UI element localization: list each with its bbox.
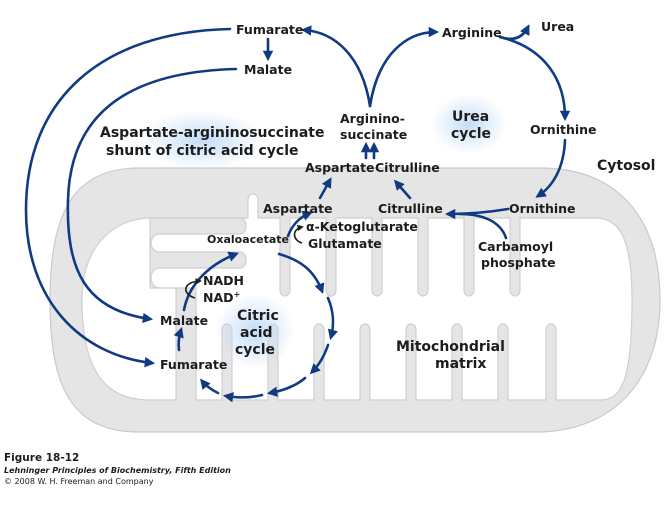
fumarate-top-label: Fumarate — [236, 22, 303, 37]
arginine-to-ornithine-arrow — [498, 35, 571, 122]
citric-cycle-label-1: Citric — [237, 308, 279, 324]
aspartate-cytosol-label: Aspartate — [305, 160, 375, 175]
ketoglutarate-glutamate-arrow — [293, 224, 304, 244]
shunt-label-2: shunt of citric acid cycle — [106, 143, 299, 159]
cac-arrow-3 — [309, 343, 330, 375]
ornithine-mito-label: Ornithine — [509, 201, 576, 216]
pathway-arrows — [24, 24, 571, 403]
aspartate-transport-arrow — [318, 177, 332, 200]
figure-caption: Figure 18-12 Lehninger Principles of Bio… — [4, 452, 231, 486]
ornithine-transport-arrow — [535, 138, 567, 198]
argininosuccinate-label-1: Arginino- — [340, 111, 405, 126]
mito-matrix-label-1: Mitochondrial — [396, 339, 505, 355]
ornithine-cytosol-label: Ornithine — [530, 122, 597, 137]
argininosuccinate-to-arginine-arrow — [368, 26, 440, 108]
fumarate-mito-label: Fumarate — [160, 357, 227, 372]
copyright: © 2008 W. H. Freeman and Company — [4, 477, 154, 486]
cac-arrow-2 — [326, 296, 338, 341]
citrulline-cytosol-label: Citrulline — [375, 160, 440, 175]
cac-arrow-5 — [222, 392, 264, 403]
malate-transport-arrow — [66, 67, 238, 324]
carbamoyl-label-2: phosphate — [481, 255, 556, 270]
cac-arrow-4 — [266, 376, 307, 397]
oxaloacetate-label: Oxaloacetate — [207, 233, 289, 246]
citrulline-transport-arrow — [393, 179, 412, 200]
cytosol-label: Cytosol — [597, 158, 655, 174]
citrulline-mito-label: Citrulline — [378, 201, 443, 216]
nad-label: NAD+ — [203, 290, 240, 305]
aspartate-mito-label: Aspartate — [263, 201, 333, 216]
urea-cycle-glow — [431, 94, 507, 154]
citric-cycle-label-2: acid — [240, 325, 273, 341]
shunt-label-1: Aspartate-argininosuccinate — [100, 125, 325, 141]
cac-arrow-6 — [200, 378, 220, 395]
nad-plus-superscript: + — [234, 290, 241, 299]
nad-label-text: NAD — [203, 290, 234, 305]
carbamoyl-label-1: Carbamoyl — [478, 239, 553, 254]
citric-cycle-glow — [215, 293, 295, 369]
labels: Fumarate Malate Arginine Urea Ornithine … — [100, 19, 655, 372]
fumarate-transport-arrow — [24, 27, 232, 368]
glutamate-label: Glutamate — [308, 236, 382, 251]
argininosuccinate-to-fumarate-arrow — [300, 25, 372, 108]
nad-nadh-arrow — [185, 278, 202, 299]
ketoglutarate-label: α-Ketoglutarate — [306, 219, 418, 234]
arginine-label: Arginine — [442, 25, 502, 40]
shunt-glow — [141, 110, 265, 170]
mito-matrix-label-2: matrix — [435, 356, 486, 372]
urea-cycle-label-1: Urea — [452, 109, 489, 125]
book-title: Lehninger Principles of Biochemistry, Fi… — [4, 466, 231, 475]
cac-arrow-1 — [277, 252, 325, 294]
urea-cycle-label-2: cycle — [451, 126, 491, 142]
fumarate-to-malate-mito-arrow — [173, 327, 184, 352]
oxaloacetate-to-aspartate-arrow — [286, 210, 313, 238]
argininosuccinate-label-2: succinate — [340, 127, 407, 142]
carbamoyl-join-arrow — [458, 212, 508, 240]
malate-top-label: Malate — [244, 62, 292, 77]
nadh-label: NADH — [203, 273, 244, 288]
citric-cycle-label-3: cycle — [235, 342, 275, 358]
urea-label: Urea — [541, 19, 574, 34]
figure-number: Figure 18-12 — [4, 452, 79, 464]
ornithine-to-citrulline-arrow — [444, 207, 510, 220]
malate-mito-label: Malate — [160, 313, 208, 328]
